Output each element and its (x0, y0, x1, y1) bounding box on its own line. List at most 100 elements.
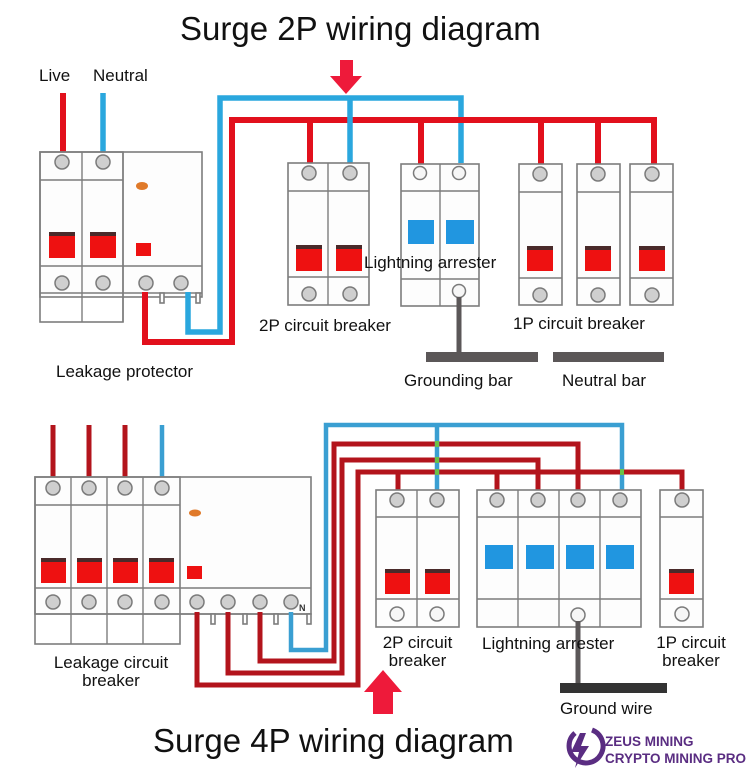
live-bus-wire-l1 (194, 469, 685, 688)
terminal (570, 492, 586, 508)
terminal (532, 287, 548, 303)
circuit-breaker-2p (287, 162, 370, 306)
circuit-breaker-1p (629, 163, 674, 306)
terminal (173, 275, 189, 291)
grounding-bar-label: Grounding bar (404, 371, 513, 390)
live-bus-wire-l3 (257, 441, 581, 664)
arrester-window (526, 545, 554, 569)
test-button (136, 243, 151, 256)
terminal (154, 594, 170, 610)
terminal (530, 492, 546, 508)
terminal (389, 606, 405, 622)
leakage-protector (39, 151, 203, 323)
breaker-handle (90, 232, 116, 258)
breaker-handle (49, 232, 75, 258)
circuit-breaker-1p (659, 489, 704, 628)
terminal (301, 286, 317, 302)
label-line: 2P circuit (382, 633, 453, 652)
label-line: Leakage circuit (53, 653, 169, 672)
terminal (117, 480, 133, 496)
breaker-handle (113, 558, 138, 583)
breaker-2p-label: 2P circuit breaker (365, 634, 470, 670)
terminal (45, 594, 61, 610)
neutral-terminal-label: N (299, 603, 306, 613)
lightning-arrester-4p (476, 489, 642, 628)
neutral-bus-wire (288, 422, 625, 653)
terminal (117, 594, 133, 610)
terminal (590, 166, 606, 182)
live-label: Live (39, 66, 71, 85)
arrester-window (566, 545, 594, 569)
terminal (674, 492, 690, 508)
breaker-2p-label: 2P circuit breaker (259, 316, 391, 335)
terminal (451, 165, 467, 181)
terminal (154, 480, 170, 496)
breaker-1p-label: 1P circuit breaker (646, 634, 736, 670)
breaker-handle (425, 569, 450, 594)
arrester-window (606, 545, 634, 569)
terminal (429, 492, 445, 508)
live-bus-wire (142, 117, 657, 345)
terminal (301, 165, 317, 181)
live-bus-wire-l2 (225, 457, 541, 676)
neutral-bar-label: Neutral bar (562, 371, 647, 390)
terminal (429, 606, 445, 622)
terminal (532, 166, 548, 182)
terminal (95, 154, 111, 170)
terminal (342, 286, 358, 302)
logo-line2: CRYPTO MINING PRO (605, 751, 747, 766)
breaker-handle (585, 246, 611, 271)
circuit-breaker-2p (375, 489, 460, 628)
terminal (342, 165, 358, 181)
neutral-bus-wire (185, 95, 464, 335)
breaker-1p-label: 1P circuit breaker (513, 314, 645, 333)
indicator-light (189, 509, 201, 517)
terminal (412, 165, 428, 181)
arrester-window (408, 220, 434, 244)
lightning-bolt-icon (566, 727, 606, 768)
terminal (644, 287, 660, 303)
up-arrow-icon (364, 670, 402, 714)
terminal (138, 275, 154, 291)
down-arrow-icon (330, 60, 362, 94)
circuit-breaker-1p (576, 163, 621, 306)
leakage-circuit-breaker-label: Leakage circuit breaker (36, 654, 186, 690)
neutral-bar (553, 352, 664, 362)
terminal (570, 607, 586, 623)
grounding-bar (426, 352, 538, 362)
logo-line1: ZEUS MINING (605, 734, 694, 749)
breaker-handle (527, 246, 553, 271)
terminal (283, 594, 299, 610)
lightning-arrester-2p (400, 163, 480, 307)
terminal (189, 594, 205, 610)
terminal (590, 287, 606, 303)
breaker-handle (336, 245, 362, 271)
ground-bar (560, 683, 667, 693)
label-line: breaker (662, 651, 720, 670)
lightning-arrester-label: Lightning arrester (364, 253, 497, 272)
terminal (612, 492, 628, 508)
breaker-handle (149, 558, 174, 583)
logo-text: ZEUS MINING CRYPTO MINING PRO (605, 733, 746, 767)
terminal (252, 594, 268, 610)
terminal (451, 283, 467, 299)
top-diagram-title: Surge 2P wiring diagram (180, 10, 541, 47)
breaker-handle (77, 558, 102, 583)
arrester-window (485, 545, 513, 569)
label-line: breaker (388, 651, 447, 670)
circuit-breaker-1p (518, 163, 563, 306)
terminal (81, 594, 97, 610)
neutral-label: Neutral (93, 66, 148, 85)
ground-wire-label: Ground wire (560, 699, 653, 718)
label-line: breaker (82, 671, 140, 690)
leakage-protector-label: Leakage protector (56, 362, 194, 381)
bottom-diagram-title: Surge 4P wiring diagram (153, 722, 514, 759)
breaker-handle (296, 245, 322, 271)
indicator-light (136, 182, 148, 190)
terminal (54, 154, 70, 170)
breaker-handle (41, 558, 66, 583)
terminal (220, 594, 236, 610)
terminal (95, 275, 111, 291)
breaker-handle (385, 569, 410, 594)
